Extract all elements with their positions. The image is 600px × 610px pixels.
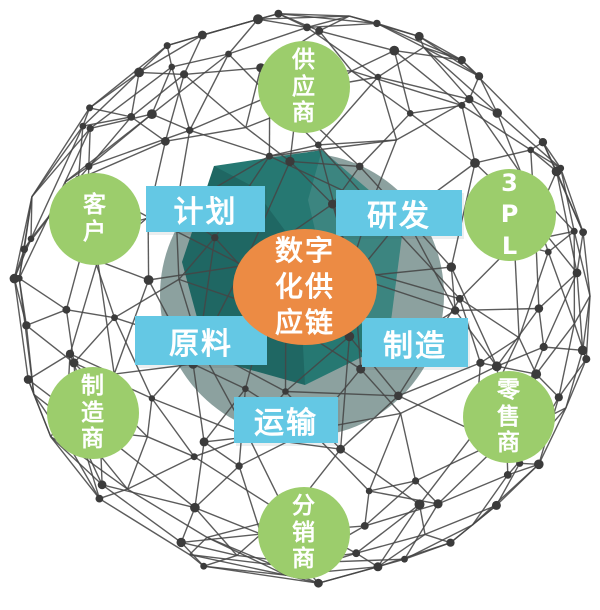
process-transport: 运输	[234, 397, 338, 443]
process-raw-materials: 原料	[135, 316, 267, 365]
process-plan: 计划	[146, 186, 265, 232]
process-manufacturing: 制造	[362, 318, 468, 367]
entity-customer: 客 户	[49, 173, 141, 265]
process-rnd: 研发	[336, 190, 462, 236]
entity-distributor: 分 销 商	[258, 487, 350, 579]
entity-manufacturer: 制 造 商	[47, 367, 139, 459]
center-digital-supply-chain: 数字 化供 应链	[233, 229, 377, 345]
entity-retailer: 零 售 商	[463, 371, 555, 463]
entity-3pl: 3 P L	[464, 169, 556, 261]
entity-supplier: 供 应 商	[258, 41, 350, 133]
